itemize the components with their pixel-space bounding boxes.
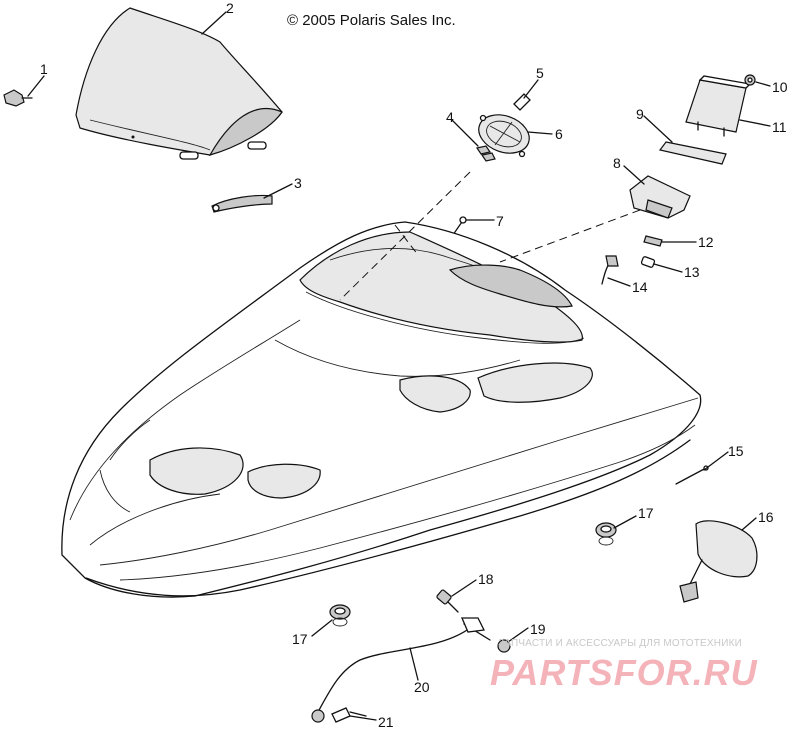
callout-7: 7 [496,213,504,229]
part-grommet-17-right [595,522,617,546]
callout-14: 14 [632,279,648,295]
part-13 [640,256,656,268]
part-pin-15 [675,465,709,485]
callout-6: 6 [555,126,563,142]
assembly-lines [339,171,641,301]
leader-lines [27,11,771,721]
callout-17-left: 17 [292,631,308,647]
hood-body [61,221,702,598]
part-clip-4 [476,145,496,162]
callout-11: 11 [772,119,787,135]
callout-5: 5 [536,65,544,81]
part-windshield [75,7,283,160]
copyright-notice: © 2005 Polaris Sales Inc. [287,12,456,29]
callout-17-right: 17 [638,505,654,521]
callout-16: 16 [758,509,774,525]
callout-1: 1 [40,61,48,77]
part-bulb-5 [513,93,531,111]
part-bracket-8 [629,175,691,219]
callout-8: 8 [613,155,621,171]
callout-3: 3 [294,175,302,191]
callout-numbers: 1 2 3 4 5 6 7 8 9 10 11 12 13 14 15 16 1… [40,0,788,730]
part-gasket-9 [658,141,727,165]
callout-9: 9 [636,106,644,122]
callout-19: 19 [530,621,546,637]
callout-21: 21 [378,714,394,730]
callout-18: 18 [478,571,494,587]
part-gauge-11 [685,75,752,137]
part-bolt-18 [436,589,459,613]
callout-20: 20 [414,679,430,695]
part-mirror-16 [679,520,758,603]
callout-4: 4 [446,109,454,125]
part-end-21 [331,707,367,723]
part-headlight-6 [478,114,530,158]
callout-2: 2 [226,0,234,16]
callout-10: 10 [772,79,788,95]
part-bracket-3 [211,194,273,213]
watermark-tagline: ЗАПЧАСТИ И АКСЕССУАРЫ ДЛЯ МОТОТЕХНИКИ [498,638,743,649]
watermark-logo: PARTSFOR.RU [490,652,758,693]
part-14 [601,255,619,285]
part-cable-20 [311,617,491,723]
part-screw-1 [3,89,33,107]
callout-15: 15 [728,443,744,459]
part-nut-10 [744,74,756,86]
part-nut-19 [497,639,511,653]
part-grommet-17-left [329,604,351,627]
part-12 [643,235,663,247]
callout-13: 13 [684,264,700,280]
callout-12: 12 [698,234,714,250]
